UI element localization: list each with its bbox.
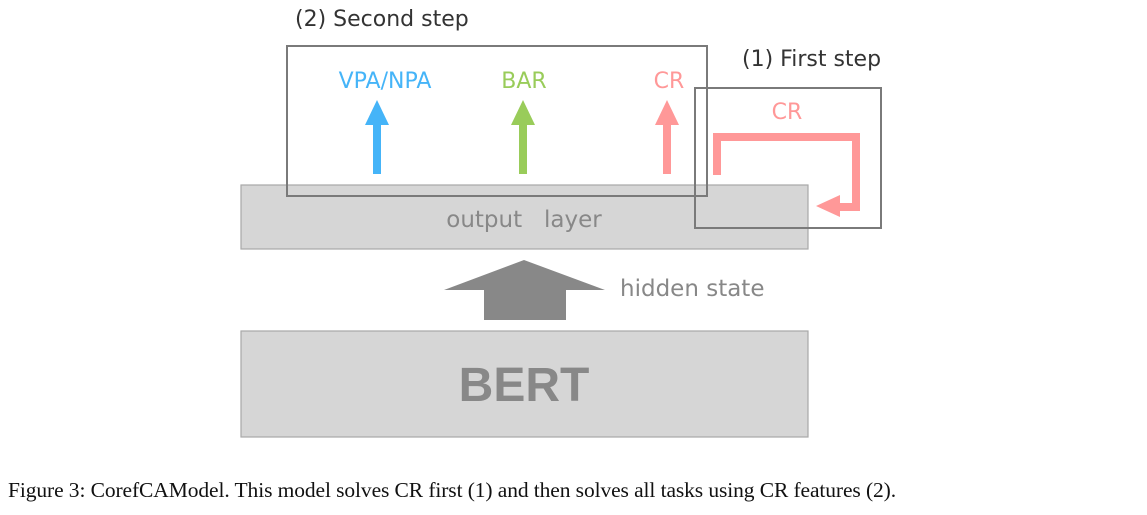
- bert-label: BERT: [459, 359, 590, 412]
- vpa-npa-arrow-icon: [365, 100, 389, 174]
- coref-ca-model-diagram: BERT hidden state output layer (2) Secon…: [240, 7, 882, 438]
- vpa-npa-label: VPA/NPA: [339, 69, 432, 94]
- second-step-label: (2) Second step: [295, 7, 469, 32]
- cr-output-label: CR: [654, 69, 685, 94]
- bert-block: BERT: [240, 330, 809, 438]
- hidden-state-arrow-icon: [444, 260, 605, 320]
- first-step-frame: [694, 87, 882, 229]
- first-step-group: (1) First step CR: [694, 47, 882, 229]
- figure-caption: Figure 3: CorefCAModel. This model solve…: [8, 478, 897, 502]
- cr-arrow-icon: [655, 100, 679, 174]
- bar-arrow-icon: [511, 100, 535, 174]
- cr-loop-path: [713, 133, 860, 211]
- output-layer-block: output layer: [240, 184, 809, 250]
- first-step-cr-label: CR: [772, 100, 803, 125]
- first-step-label: (1) First step: [742, 47, 881, 72]
- second-step-group: (2) Second step VPA/NPA BAR CR: [286, 7, 708, 197]
- hidden-state-label: hidden state: [620, 276, 764, 302]
- second-step-frame: [286, 45, 708, 197]
- output-layer-label: output layer: [446, 207, 602, 233]
- cr-loop-arrow-icon: [816, 195, 840, 217]
- bert-box: [240, 330, 809, 438]
- hidden-state-connection: hidden state: [444, 260, 764, 320]
- bar-label: BAR: [501, 69, 546, 94]
